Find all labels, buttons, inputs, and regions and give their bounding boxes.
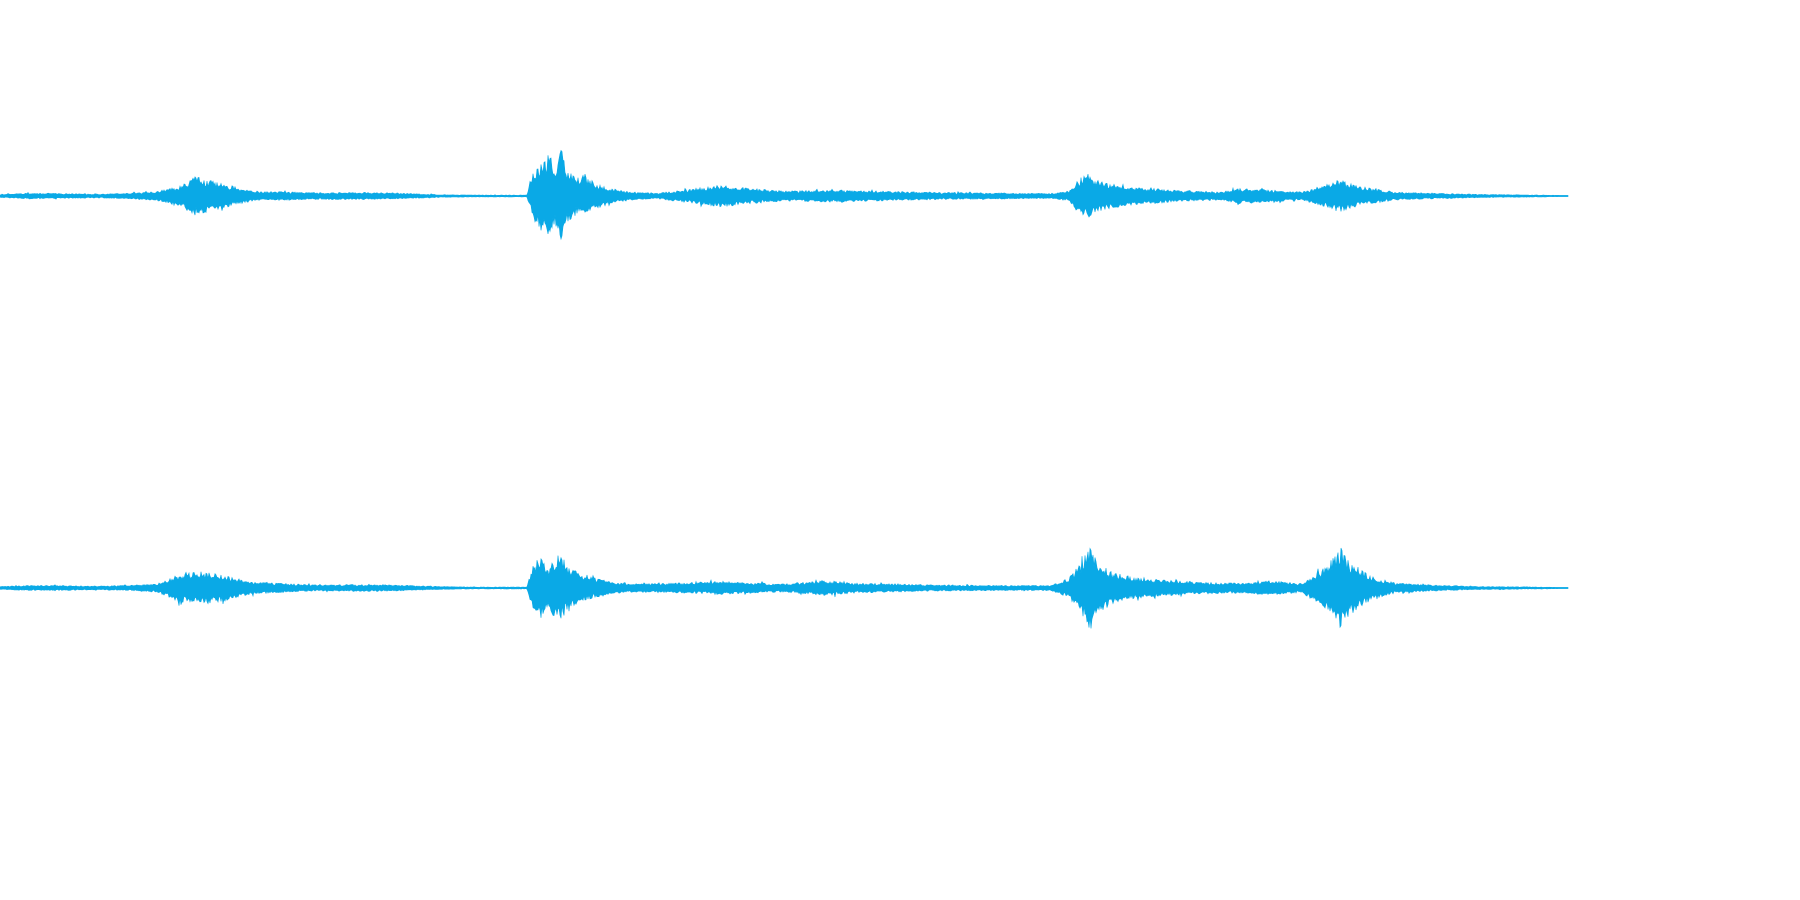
channel-left-waveform (0, 149, 1569, 241)
waveform-path-left (0, 149, 1569, 241)
channel-right-waveform (0, 547, 1569, 629)
